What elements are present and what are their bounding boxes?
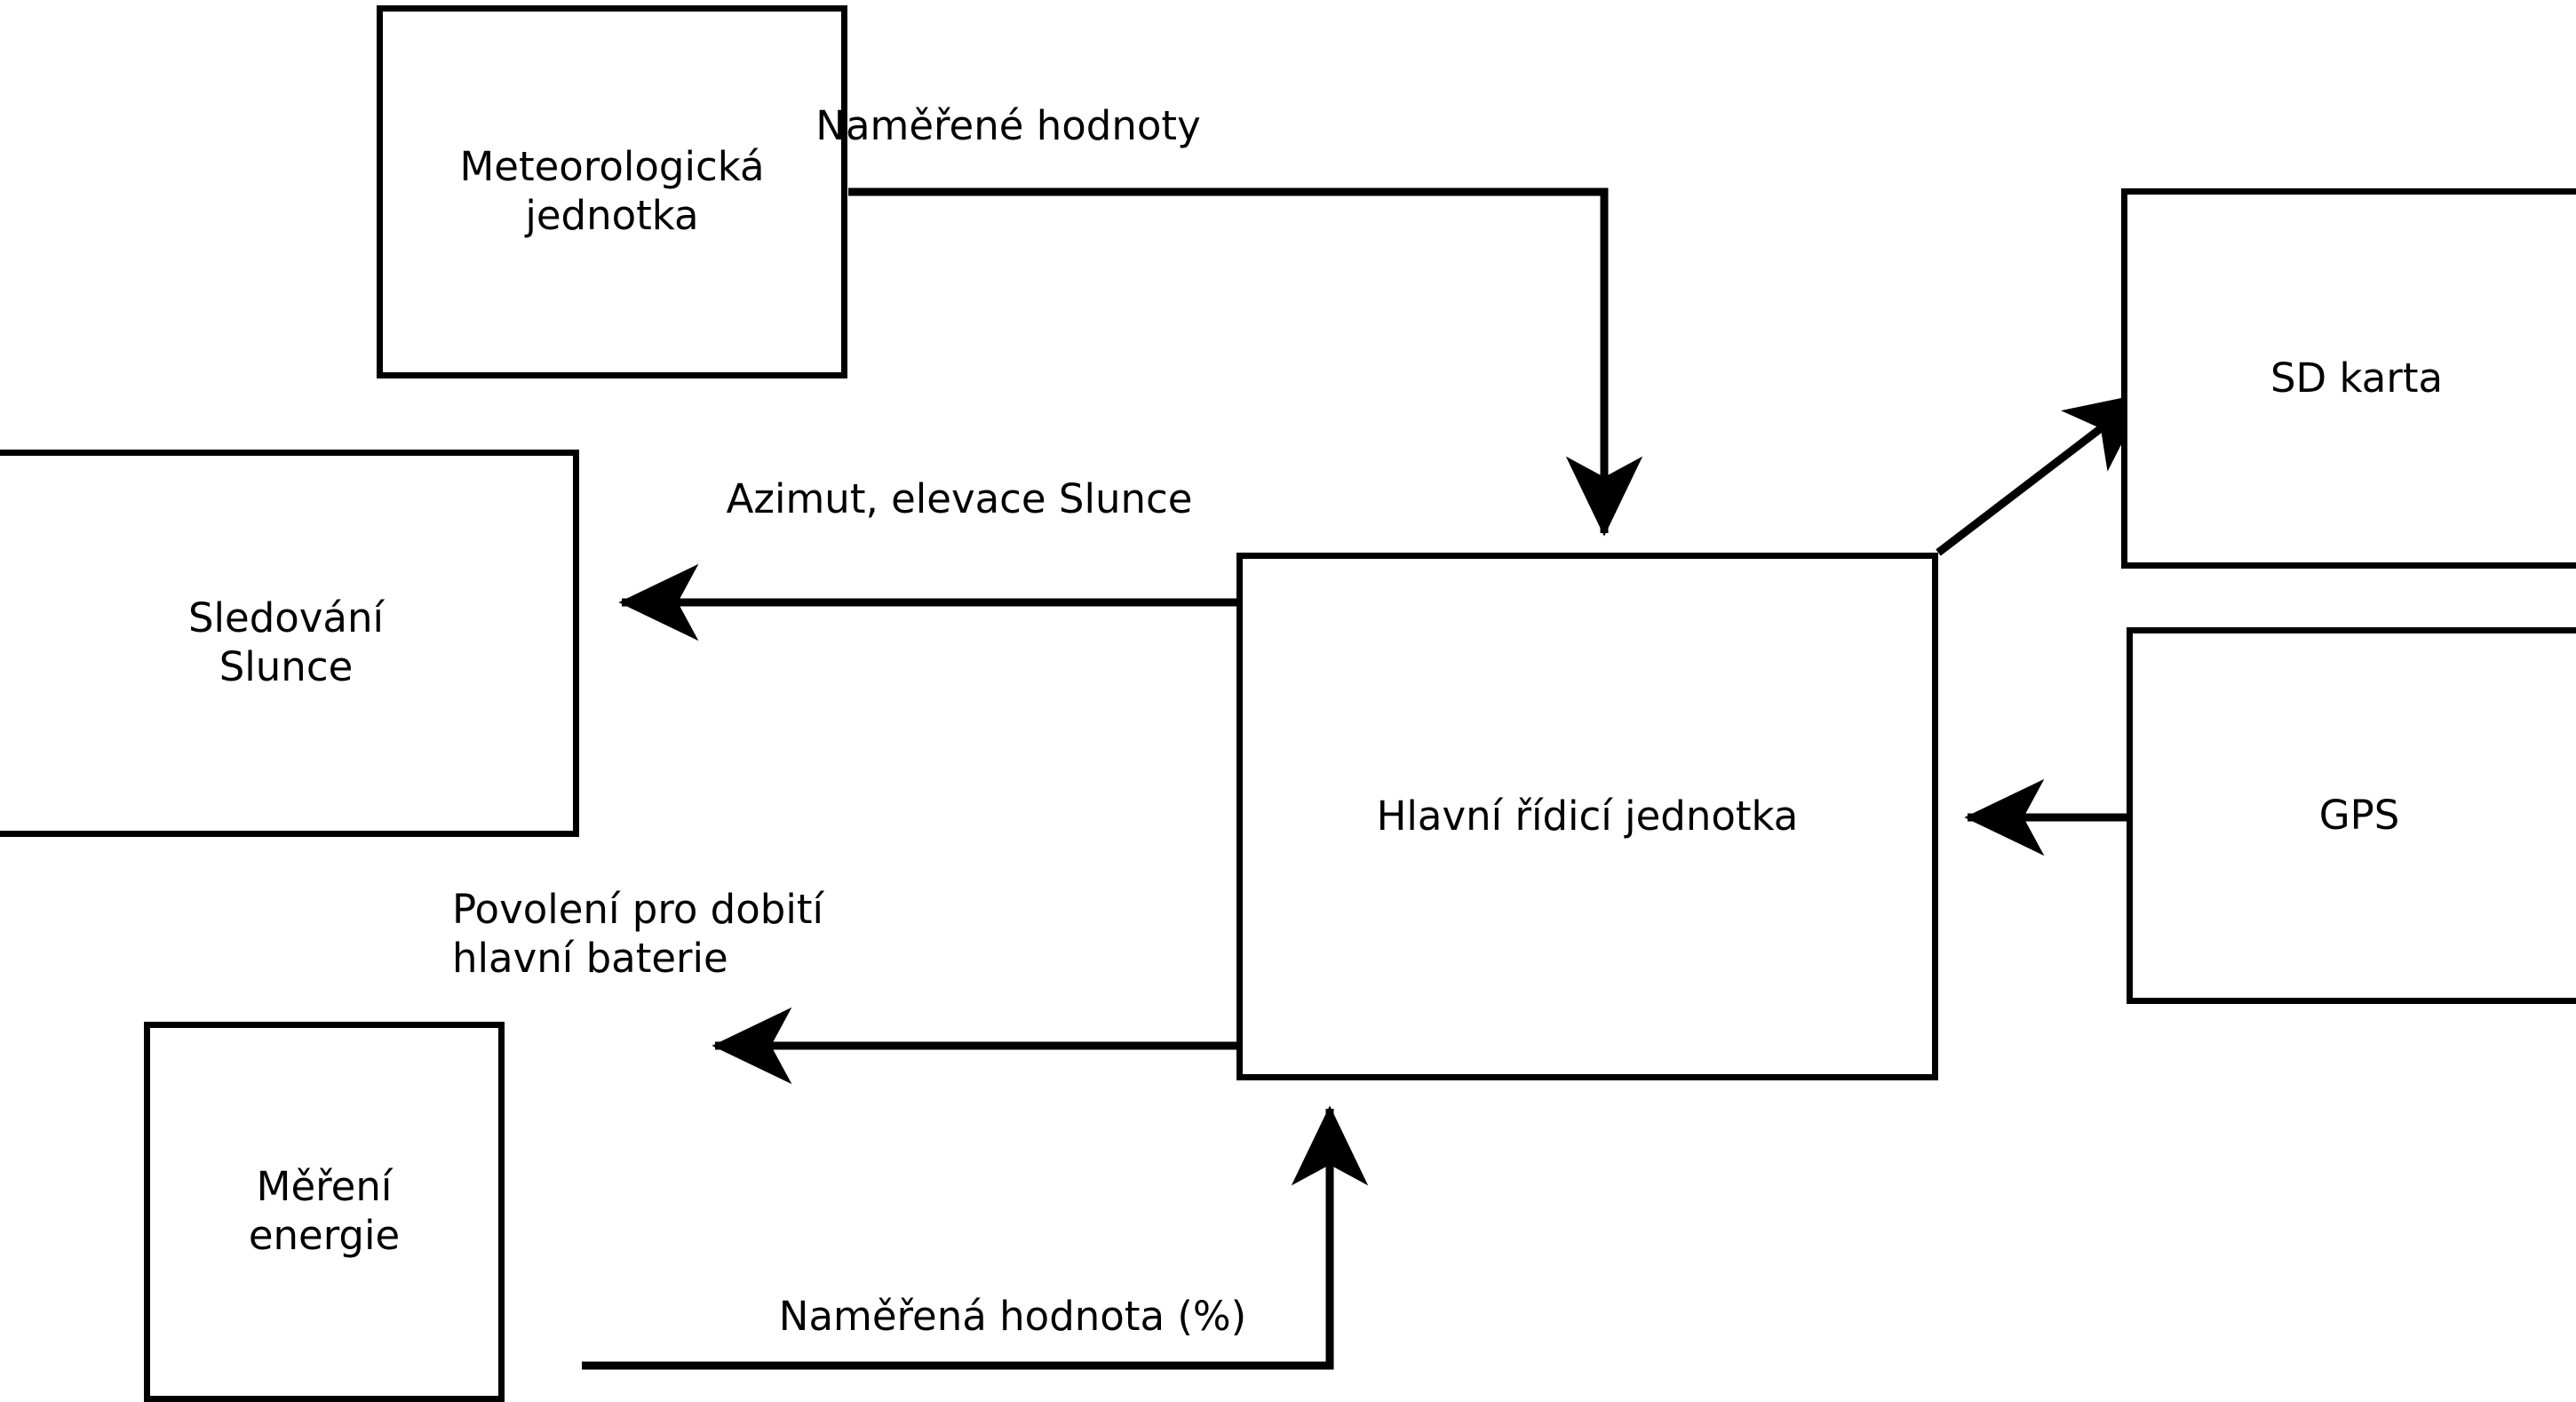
node-meteorological-unit[interactable]: Meteorologická jednotka	[377, 5, 847, 378]
edge-label-measured-value-percent: Naměřená hodnota (%)	[778, 1293, 1247, 1340]
edge-label-charge-permission: Povolení pro dobití hlavní baterie	[452, 886, 823, 982]
node-sun-tracking[interactable]: Sledování Slunce	[0, 450, 579, 837]
node-energy-measurement[interactable]: Měření energie	[144, 1022, 505, 1402]
node-sd-card[interactable]: SD karta	[2121, 188, 2576, 569]
node-gps[interactable]: GPS	[2127, 627, 2576, 1004]
node-label-meteorological-unit: Meteorologická jednotka	[459, 143, 765, 239]
edge-label-azimuth-elevation: Azimut, elevace Slunce	[726, 475, 1193, 522]
node-label-main-control-unit: Hlavní řídicí jednotka	[1376, 792, 1799, 840]
edge-meteo-to-main	[848, 187, 1643, 537]
edge-energy-to-main	[582, 1105, 1369, 1370]
node-label-sun-tracking: Sledování Slunce	[187, 594, 385, 690]
edge-main-to-sdcard	[1936, 391, 2148, 556]
edge-label-measured-values: Naměřené hodnoty	[815, 102, 1201, 149]
node-label-sd-card: SD karta	[2270, 354, 2444, 402]
node-label-energy-measurement: Měření energie	[248, 1163, 401, 1259]
node-label-gps: GPS	[2318, 791, 2400, 839]
node-main-control-unit[interactable]: Hlavní řídicí jednotka	[1236, 553, 1938, 1080]
